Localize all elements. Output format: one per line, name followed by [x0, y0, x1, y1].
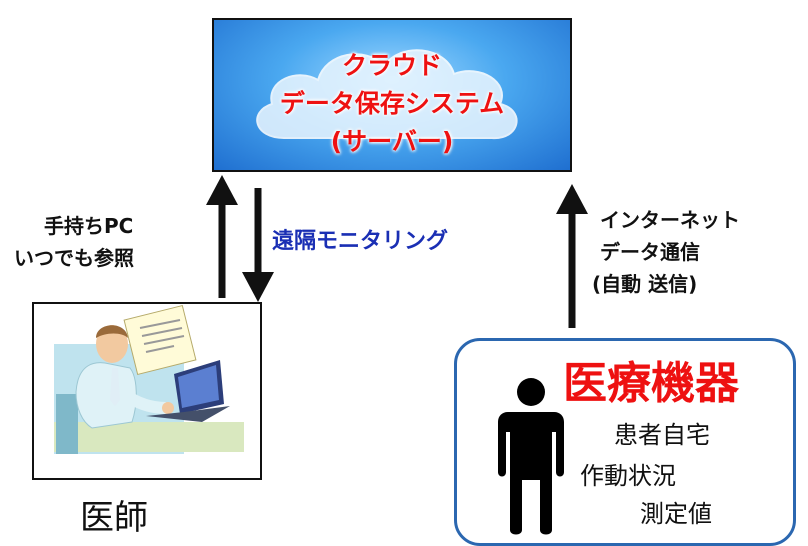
down-arrow-monitoring: [242, 188, 274, 302]
server-title-line2: データ保存システム: [279, 89, 505, 118]
device-title: 医療機器: [563, 358, 739, 409]
auto-send-label: (自動 送信): [592, 272, 698, 296]
doctor-image-box: [32, 302, 262, 480]
device-item-measurement: 測定値: [640, 500, 712, 528]
cloud-icon: [256, 49, 518, 140]
device-item-status: 作動状況: [580, 462, 676, 490]
internet-label: インターネット: [600, 208, 740, 232]
device-item-home: 患者自宅: [614, 421, 710, 449]
patient-icon: [498, 378, 564, 535]
server-title-line3: (サーバー): [330, 127, 454, 156]
doctor-label: 医師: [80, 498, 148, 538]
up-arrow-doctor: [206, 175, 238, 298]
cloud-server-box: クラウド データ保存システム (サーバー): [212, 18, 572, 172]
remote-monitoring-label: 遠隔モニタリング: [272, 229, 449, 254]
doctor-pc-label: 手持ちPC: [44, 214, 134, 238]
data-comm-label: データ通信: [600, 240, 700, 264]
server-title-line1: クラウド: [341, 51, 442, 80]
doctor-at-computer-illustration: [34, 304, 260, 478]
up-arrow-device: [556, 184, 588, 328]
doctor-reference-label: いつでも参照: [14, 246, 134, 270]
